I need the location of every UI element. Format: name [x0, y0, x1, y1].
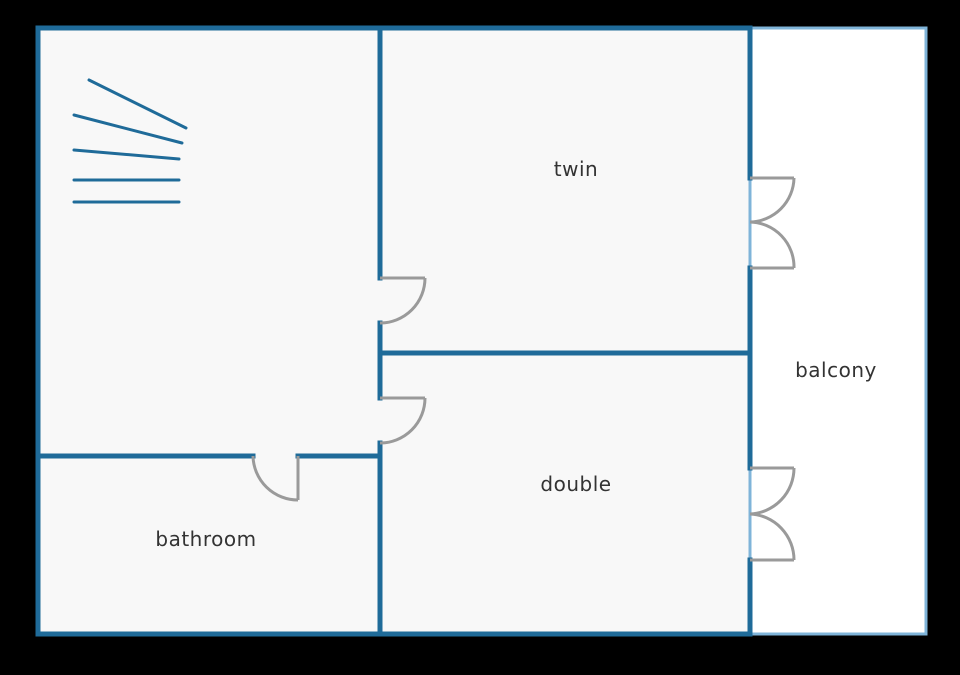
door-swing-icon [749, 176, 796, 270]
main-floor [38, 28, 750, 634]
door-swing-icon [379, 396, 427, 445]
doors [251, 176, 796, 562]
door-swing-icon [379, 276, 427, 325]
room-label-balcony: balcony [795, 358, 877, 382]
room-label-bathroom: bathroom [155, 527, 256, 551]
room-label-double: double [540, 472, 611, 496]
balcony-floor [748, 26, 928, 636]
room-label-twin: twin [554, 157, 598, 181]
walls [35, 25, 753, 637]
staircase-icon [72, 78, 188, 204]
door-swing-icon [749, 466, 796, 562]
door-swing-icon [251, 455, 300, 502]
